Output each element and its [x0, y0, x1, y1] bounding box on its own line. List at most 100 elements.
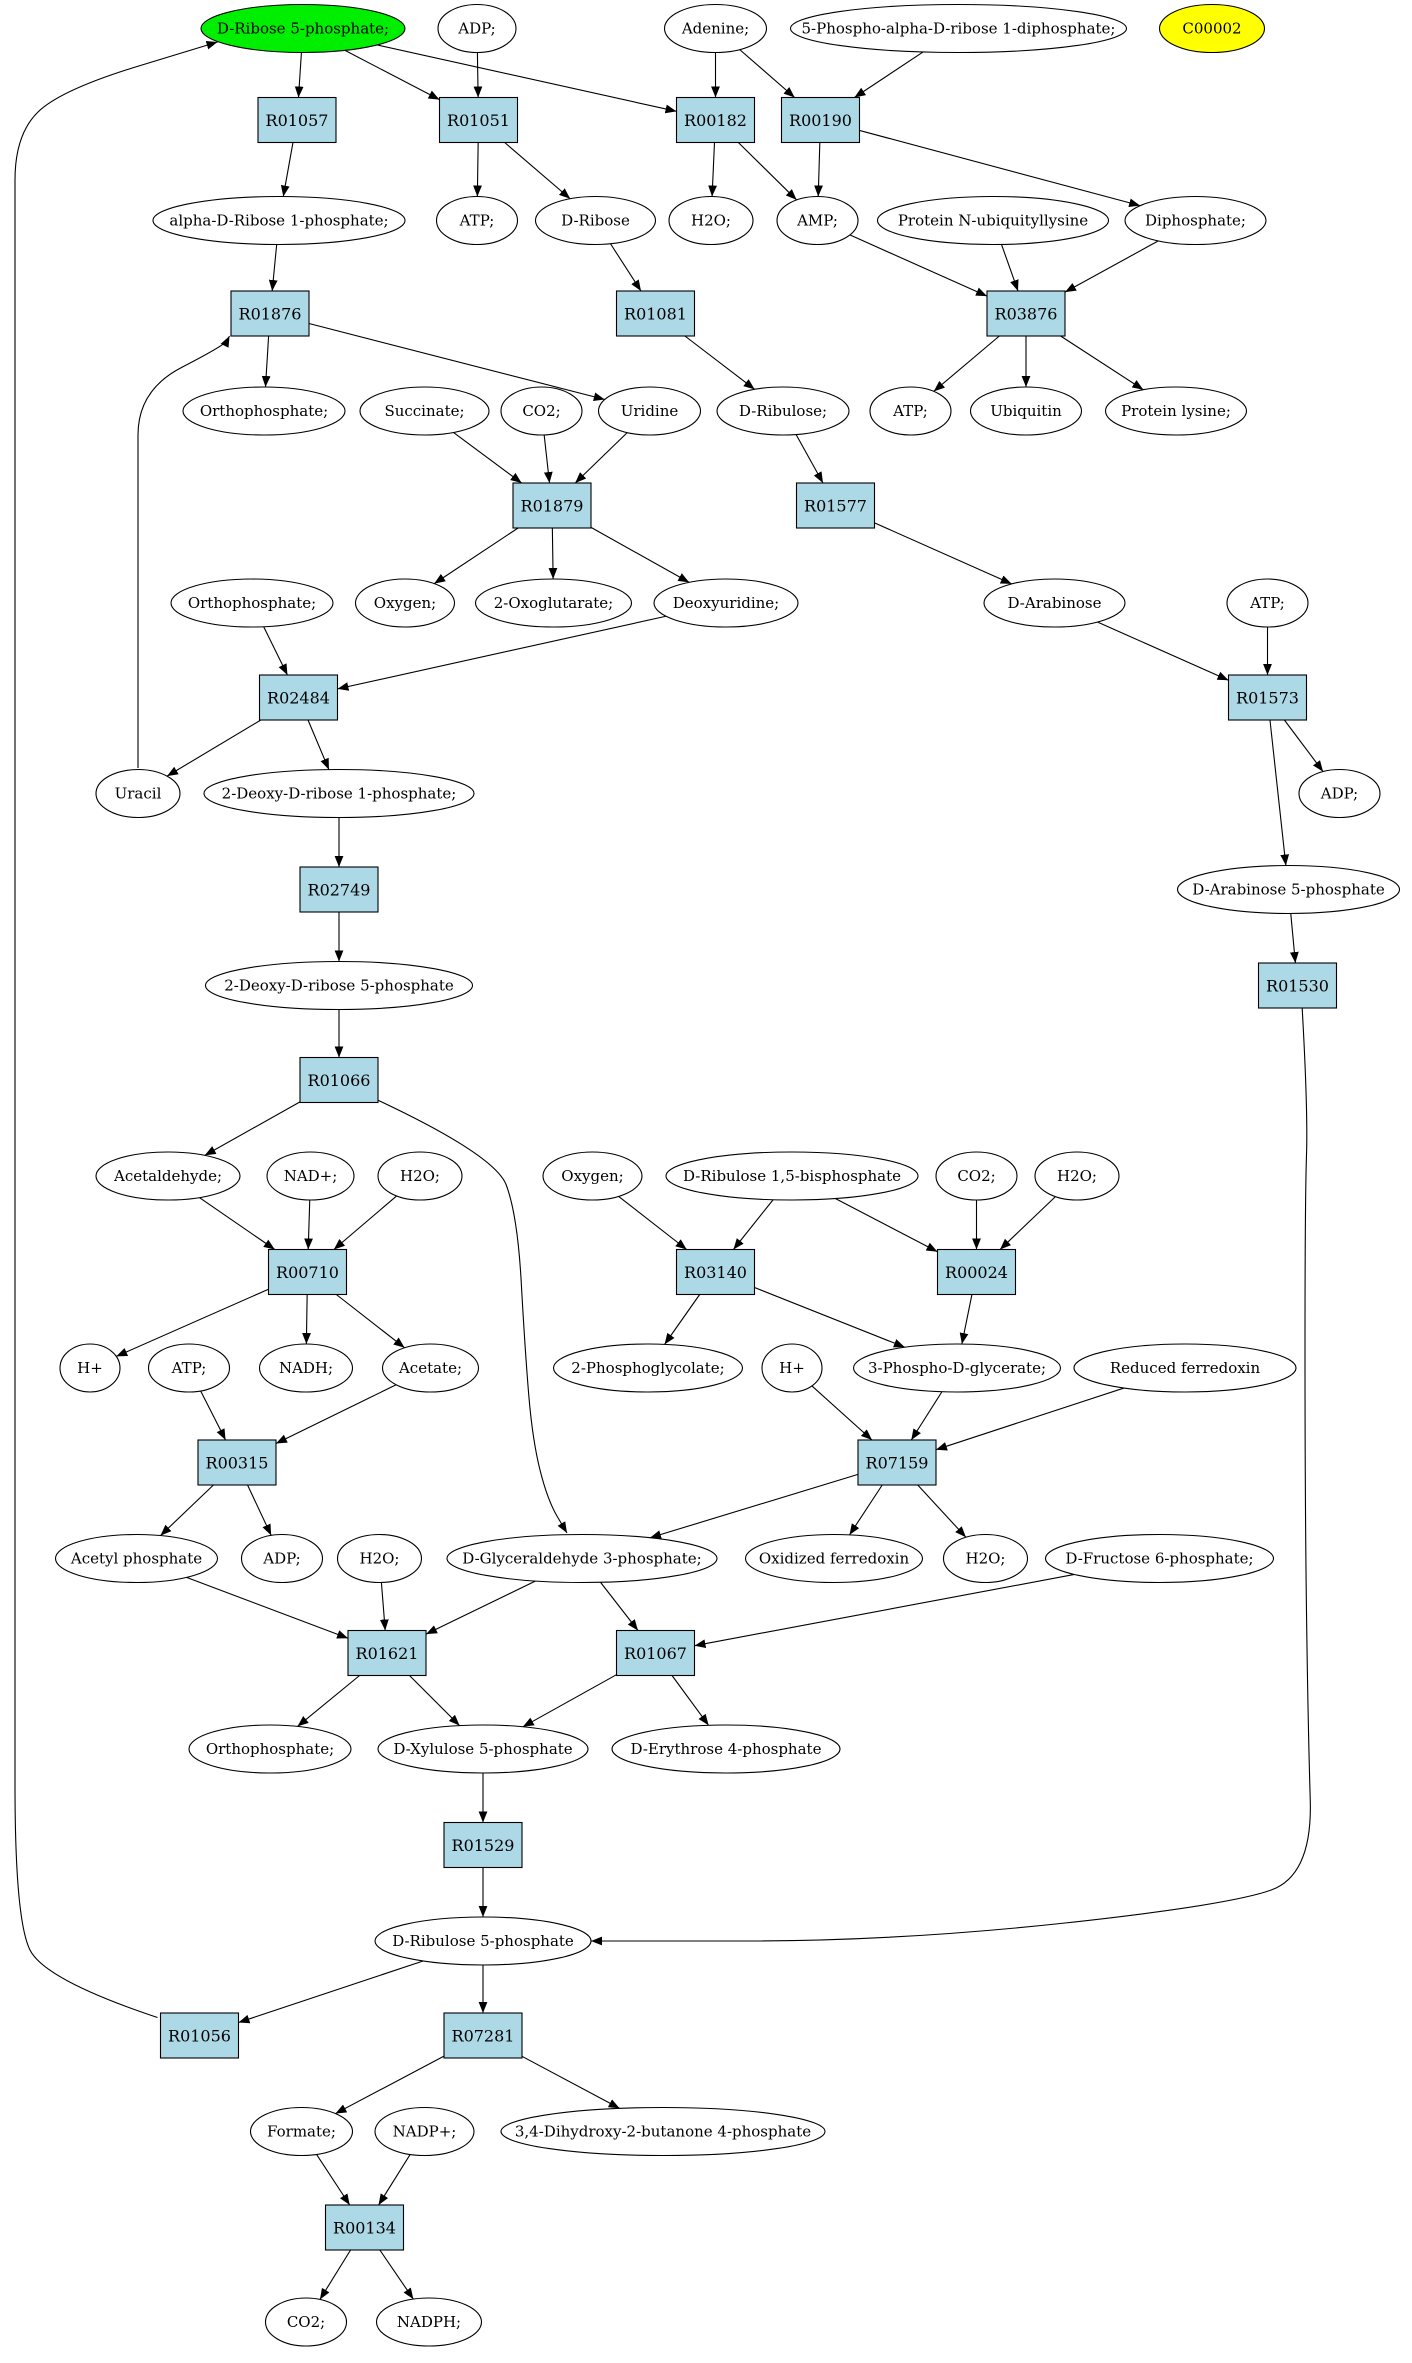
edge-r02484-to-c_2dr1p: [307, 719, 330, 770]
compound-label: D-Arabinose 5-phosphate: [1192, 881, 1385, 899]
compound-node: H2O;: [377, 1151, 463, 1201]
edge-c_nadp-to-r00134: [378, 2154, 411, 2206]
compound-label: NADP+;: [393, 2123, 457, 2141]
edge-r07281-to-c_dhbp: [521, 2055, 620, 2109]
compound-node: Diphosphate;: [1124, 195, 1267, 246]
reaction-box: [986, 290, 1066, 337]
compound-ellipse: [437, 3, 517, 54]
edge-r03140-to-c_2pg: [664, 1294, 701, 1345]
compound-ellipse: [969, 386, 1083, 436]
compound-ellipse: [435, 195, 519, 246]
compound-node: Protein N-ubiquityllysine: [876, 195, 1110, 246]
edge-r01573-to-c_da5p: [1269, 719, 1290, 866]
edge-c_uridine-to-r01879: [574, 432, 628, 484]
compound-ellipse: [852, 1343, 1062, 1393]
compound-ellipse: [1073, 1343, 1297, 1393]
compound-node: H+: [59, 1343, 121, 1393]
reaction-label: R01530: [1266, 977, 1329, 996]
edge-c_ar1p-to-r01876: [268, 244, 278, 292]
edge-r00710-to-c_hplus_1: [116, 1288, 269, 1357]
compound-node: ATP;: [147, 1343, 231, 1393]
edge-c_dribulose-to-r01577: [795, 434, 824, 484]
reaction-label: R01529: [452, 1836, 515, 1855]
compound-label: CO2;: [522, 402, 560, 420]
compound-label: Oxygen;: [561, 1167, 623, 1185]
reaction-node: R01577: [795, 482, 876, 529]
compound-label: D-Arabinose: [1008, 594, 1102, 612]
reaction-node: R02484: [258, 674, 339, 721]
compound-label: ATP;: [892, 402, 928, 420]
compound-node: H2O;: [668, 195, 754, 246]
edge-r00182-to-c_amp: [737, 142, 798, 201]
compound-ellipse: [942, 1533, 1029, 1584]
reaction-label: R00182: [684, 111, 747, 130]
reaction-node: R01081: [615, 290, 696, 337]
compound-ellipse: [1298, 768, 1381, 819]
edge-r01067-to-c_e4p: [671, 1675, 710, 1726]
compound-label: Protein lysine;: [1121, 402, 1231, 420]
reaction-node: R00182: [675, 96, 756, 144]
compound-label: H2O;: [691, 212, 731, 230]
compound-label: D-Fructose 6-phosphate;: [1065, 1550, 1253, 1568]
compound-node: D-Ribulose 5-phosphate: [374, 1916, 592, 1966]
compound-node: Oxidized ferredoxin: [744, 1533, 924, 1584]
edge-r00315-to-c_acetylp: [160, 1484, 214, 1536]
reaction-node: R00710: [267, 1248, 348, 1296]
edge-r00315-to-c_adp_3: [247, 1484, 272, 1536]
edge-c_deoxyuridine-to-r02484: [337, 615, 667, 691]
compound-label: Orthophosphate;: [206, 1740, 334, 1758]
compound-label: 2-Deoxy-D-ribose 5-phosphate: [224, 977, 454, 995]
compound-label: Uracil: [115, 785, 162, 803]
compound-label: 3,4-Dihydroxy-2-butanone 4-phosphate: [515, 2123, 811, 2141]
edge-r01051-to-c_dribose: [504, 142, 571, 200]
edge-c_ribose5p-to-r01051: [344, 49, 440, 101]
compound-node: 3,4-Dihydroxy-2-butanone 4-phosphate: [500, 2106, 826, 2157]
reaction-label: R00134: [333, 2219, 396, 2238]
compound-ellipse: [374, 1916, 592, 1966]
compound-node: H2O;: [1034, 1151, 1120, 1201]
reaction-label: R03140: [684, 1263, 747, 1282]
compound-label: Diphosphate;: [1145, 212, 1246, 230]
compound-node: ADP;: [1298, 768, 1381, 819]
compound-node: ATP;: [435, 195, 519, 246]
compound-node: 2-Phosphoglycolate;: [552, 1343, 744, 1393]
compound-node: ATP;: [869, 386, 952, 436]
compound-ellipse: [552, 1343, 744, 1393]
compound-node: D-Ribulose;: [716, 386, 850, 436]
edge-r00190-to-c_diphos: [859, 129, 1141, 208]
edge-c_dribose-to-r01081: [610, 243, 642, 292]
edge-r01876-to-c_uridine: [308, 322, 605, 402]
edge-r01081-to-c_dribulose: [684, 335, 755, 390]
edge-c_hplus_2-to-r07159: [811, 1385, 873, 1441]
reaction-node: R02749: [299, 866, 379, 913]
edge-c_uracil-to-r01876: [137, 335, 230, 768]
compound-ellipse: [761, 1343, 823, 1393]
reaction-node: R07159: [857, 1439, 937, 1486]
compound-node: 3-Phospho-D-glycerate;: [852, 1343, 1062, 1393]
reaction-box: [267, 1248, 348, 1296]
compound-ellipse: [935, 1151, 1018, 1201]
edge-r03876-to-c_plys: [1060, 335, 1144, 391]
reaction-box: [780, 96, 861, 144]
compound-label: NADH;: [279, 1359, 333, 1377]
compound-node: D-Ribose 5-phosphate;: [200, 3, 406, 54]
reaction-label: R01066: [308, 1071, 371, 1090]
reaction-box: [615, 1629, 696, 1677]
compound-label: Protein N-ubiquityllysine: [898, 212, 1088, 230]
reaction-box: [197, 1439, 277, 1486]
reaction-label: R01081: [624, 305, 687, 324]
reaction-box: [230, 290, 310, 337]
compound-node: CO2;: [935, 1151, 1018, 1201]
compound-label: AMP;: [796, 212, 838, 230]
compound-node: H2O;: [942, 1533, 1029, 1584]
edge-r02484-to-c_uracil: [166, 719, 262, 777]
reaction-label: R01621: [356, 1644, 419, 1663]
reaction-box: [675, 1248, 756, 1296]
reaction-node: R03876: [986, 290, 1066, 337]
compound-node: ATP;: [1226, 578, 1309, 628]
compound-node: Orthophosphate;: [170, 578, 334, 628]
reaction-box: [443, 2012, 523, 2059]
compound-label: C00002: [1182, 20, 1241, 38]
compound-label: D-Ribose: [561, 212, 630, 230]
